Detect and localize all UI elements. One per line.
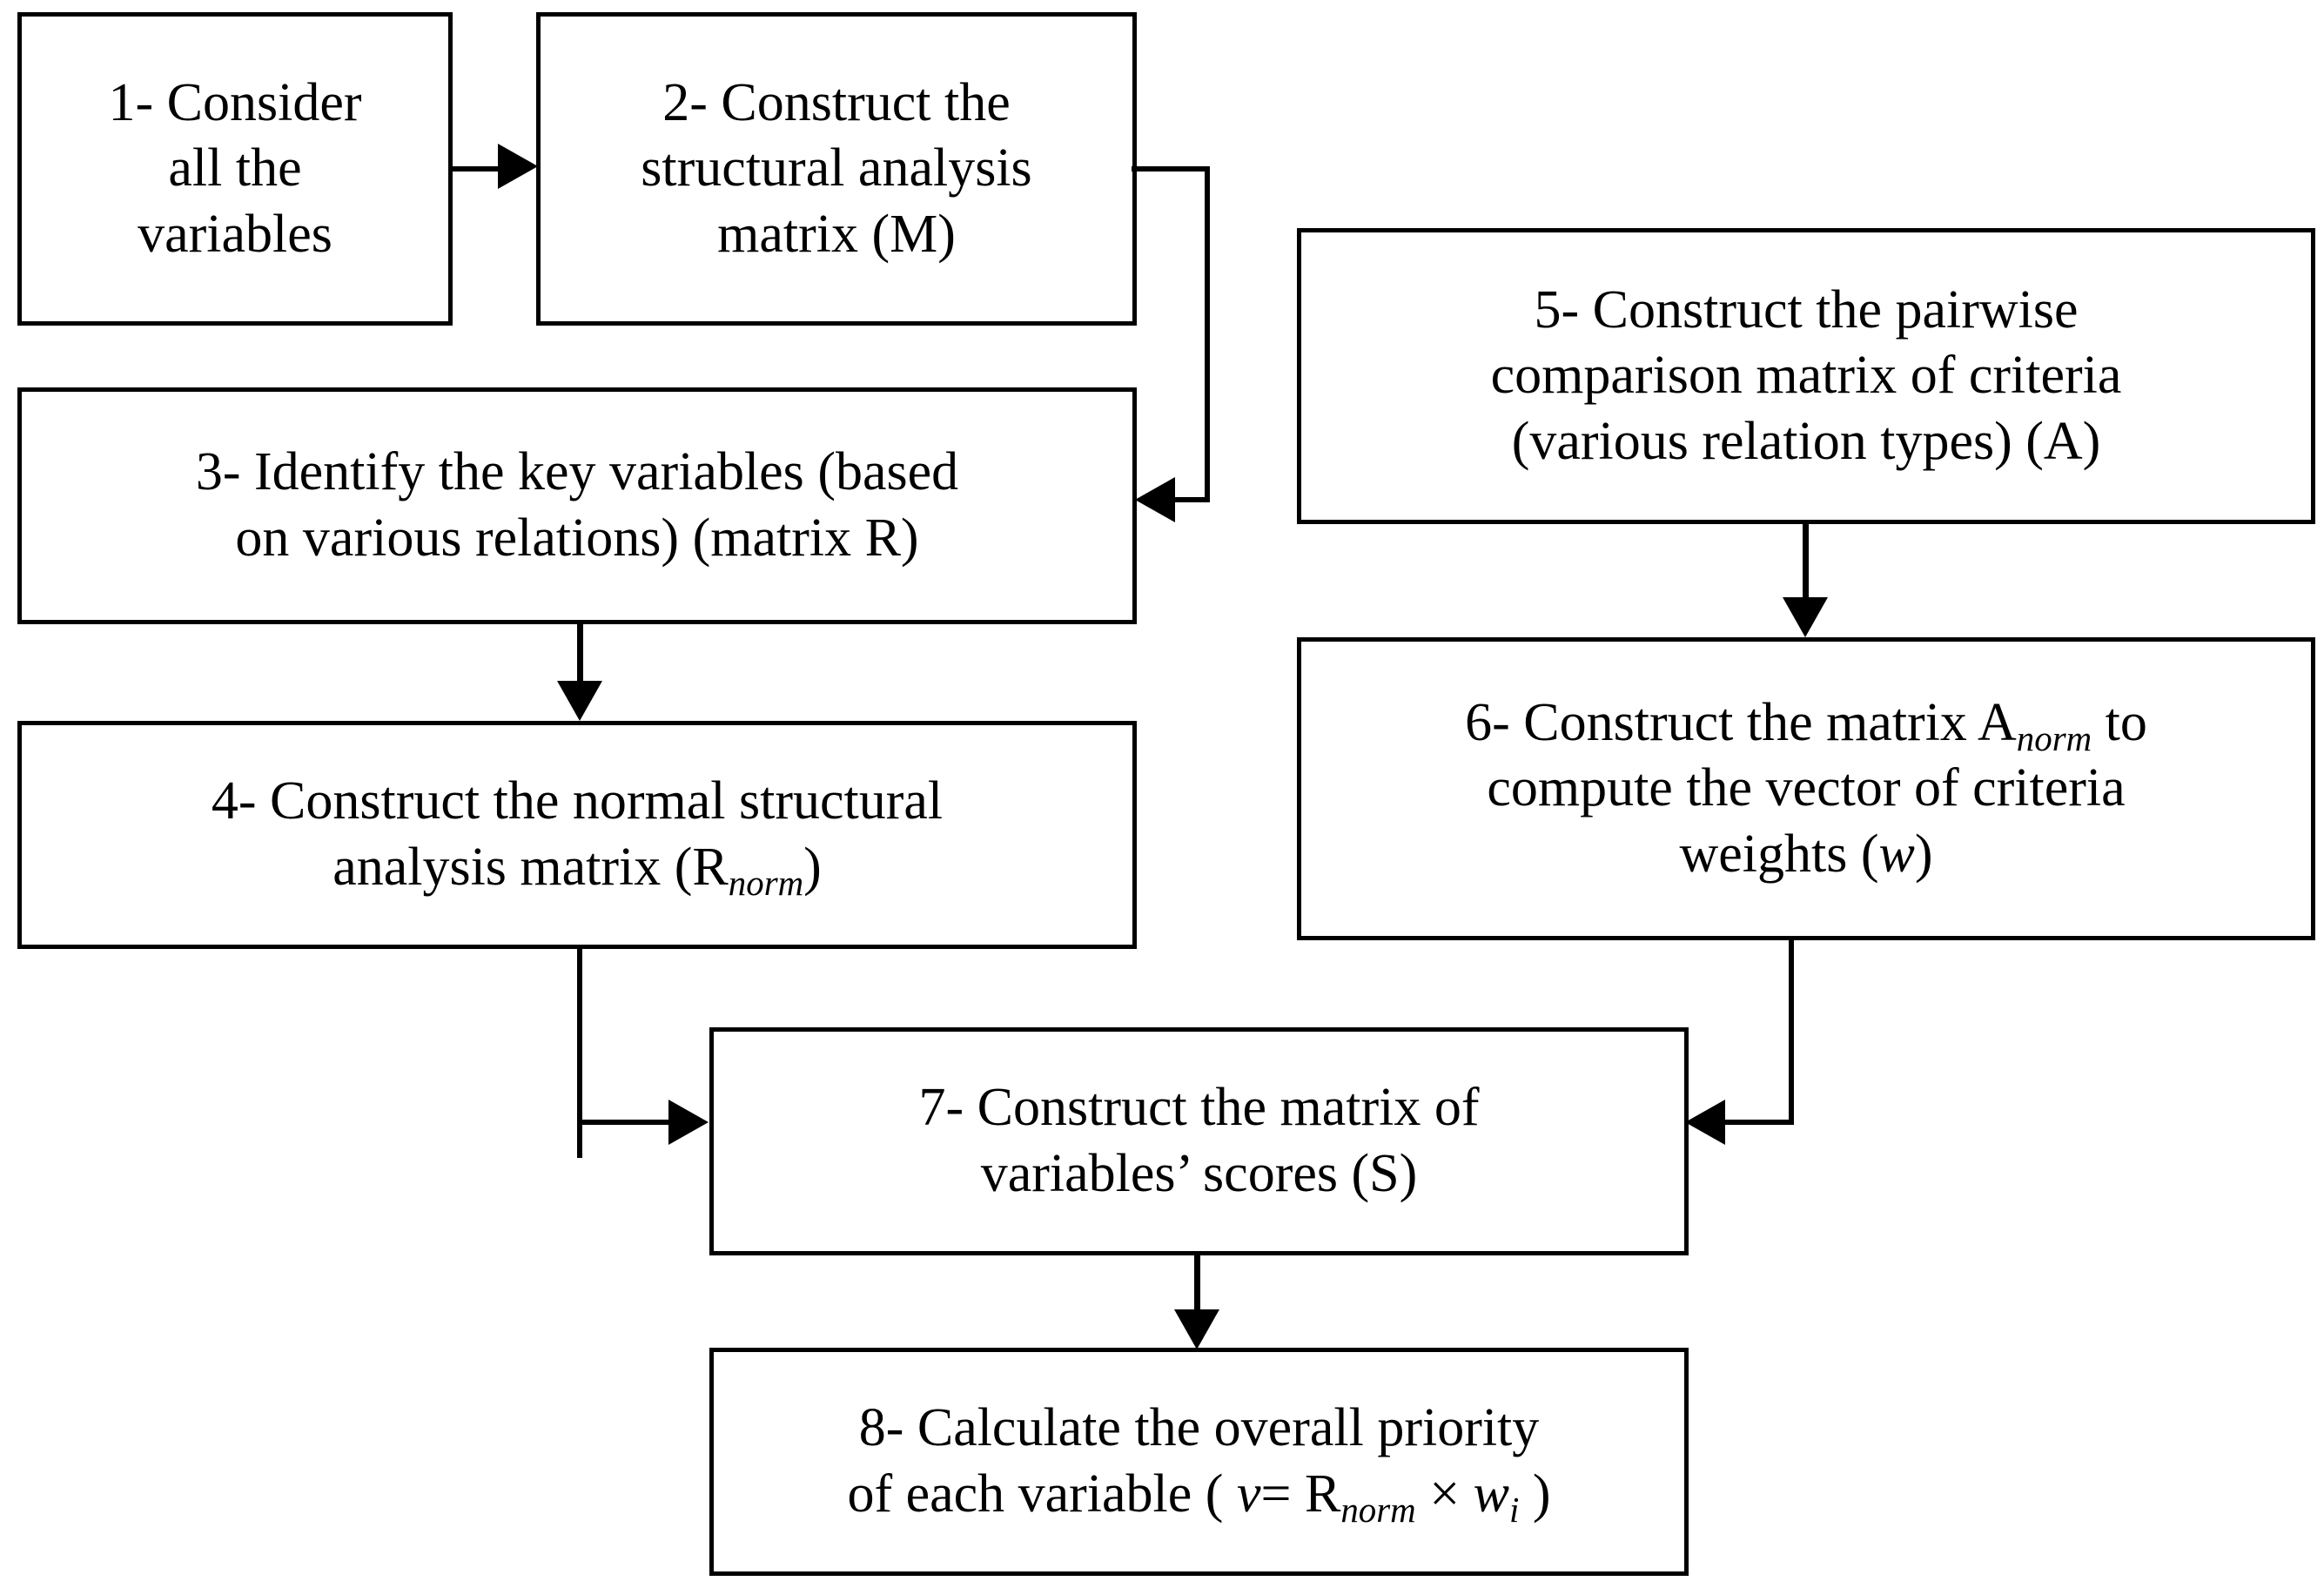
connector-step7-to-step8-arrowhead: [1174, 1309, 1219, 1349]
step-1-label: 1- Consider all the variables: [108, 72, 362, 264]
step-6-line-1: 6- Construct the matrix Anorm to: [1465, 692, 2147, 758]
connector-step1-to-step2-arrowhead: [498, 144, 538, 189]
step-4-label: 4- Construct the normal structural analy…: [34, 769, 1120, 904]
step-2-label: 2- Construct the structural analysis mat…: [641, 72, 1032, 264]
connector-step2-to-step3-seg-down: [1205, 166, 1210, 502]
connector-step4-to-step7-arrowhead: [668, 1100, 709, 1145]
connector-step6-to-step7-seg-down: [1789, 940, 1794, 1125]
connector-step1-to-step2-line: [453, 166, 505, 172]
step-6-line-3: weights (w): [1679, 824, 1933, 884]
flowchart-node-step-8[interactable]: 8- Calculate the overall priority of eac…: [709, 1348, 1689, 1576]
connector-step4-to-step7-seg-right: [577, 1120, 673, 1125]
flowchart-node-step-4[interactable]: 4- Construct the normal structural analy…: [17, 721, 1137, 949]
step-5-label: 5- Construct the pairwise comparison mat…: [1490, 279, 2122, 471]
connector-step2-to-step3-seg-right: [1132, 166, 1210, 172]
connector-step5-to-step6-arrowhead: [1783, 597, 1828, 637]
flowchart-node-step-3[interactable]: 3- Identify the key variables (based on …: [17, 387, 1137, 624]
flowchart-node-step-5[interactable]: 5- Construct the pairwise comparison mat…: [1297, 228, 2315, 524]
flowchart-node-step-6[interactable]: 6- Construct the matrix Anorm to compute…: [1297, 637, 2315, 940]
connector-step6-to-step7-arrowhead: [1685, 1100, 1725, 1145]
flowchart-node-step-1[interactable]: 1- Consider all the variables: [17, 12, 453, 326]
connector-step2-to-step3-arrowhead: [1135, 477, 1175, 522]
connector-step7-to-step8-line: [1194, 1255, 1200, 1316]
flowchart-node-step-7[interactable]: 7- Construct the matrix of variables’ sc…: [709, 1027, 1689, 1255]
flowchart-node-step-2[interactable]: 2- Construct the structural analysis mat…: [536, 12, 1137, 326]
step-6-label: 6- Construct the matrix Anorm to compute…: [1313, 690, 2299, 888]
connector-step5-to-step6-line: [1803, 524, 1809, 601]
step-3-label: 3- Identify the key variables (based on …: [195, 442, 959, 568]
step-4-line-2: analysis matrix (Rnorm): [332, 838, 822, 904]
connector-step6-to-step7-seg-left: [1723, 1120, 1794, 1125]
connector-step2-to-step3-seg-left: [1175, 497, 1210, 502]
step-8-formula: of each variable ( v= Rnorm × wi ): [847, 1464, 1551, 1531]
connector-step3-to-step4-line: [577, 624, 583, 685]
connector-step4-to-step7-seg-down: [577, 949, 582, 1158]
connector-step3-to-step4-arrowhead: [557, 681, 602, 721]
step-7-label: 7- Construct the matrix of variables’ sc…: [918, 1078, 1480, 1203]
step-8-label: 8- Calculate the overall priority of eac…: [726, 1396, 1672, 1531]
